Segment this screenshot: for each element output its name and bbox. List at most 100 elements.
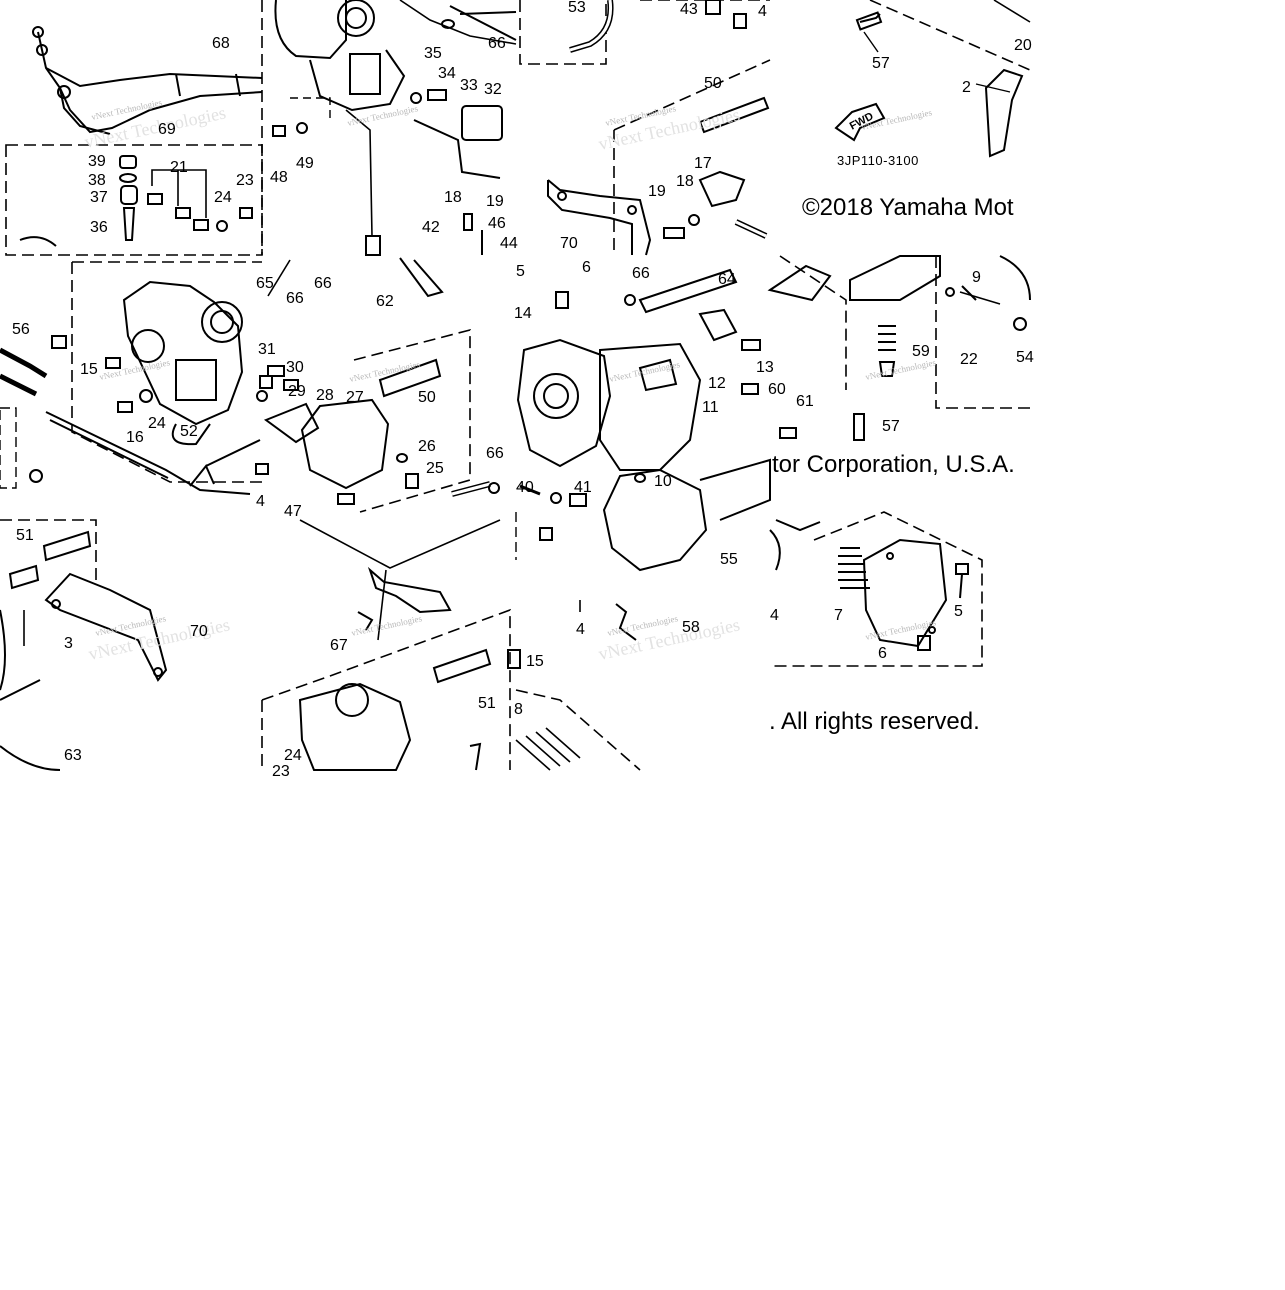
rod-line: [377, 569, 387, 641]
callout-number: 21: [170, 159, 188, 176]
callout-number: 63: [64, 747, 82, 764]
cap-part: [733, 13, 747, 29]
washer-part: [216, 220, 228, 232]
callout-number: 8: [514, 701, 523, 718]
callout-number: 62: [376, 293, 394, 310]
leader: [975, 83, 1011, 93]
clip-part: [624, 294, 636, 306]
rod-line: [299, 519, 501, 569]
callout-number: 59: [912, 343, 930, 360]
callout-number: 41: [574, 479, 592, 496]
fitting-circle: [57, 85, 71, 99]
hose-part: [0, 373, 38, 397]
cap-part: [1013, 317, 1027, 331]
tile-bracket-left: [0, 519, 168, 771]
callout-number: 10: [654, 473, 672, 490]
callout-number: 32: [484, 81, 502, 98]
hose-part: [451, 482, 491, 496]
rod-line: [459, 11, 517, 15]
hatching: [515, 727, 581, 771]
carb-bore-inner: [345, 7, 367, 29]
screw-part: [175, 207, 191, 219]
float-bowl: [602, 468, 708, 572]
callout-number: 46: [488, 215, 506, 232]
washer-part: [296, 122, 308, 134]
callout-number: 57: [872, 55, 890, 72]
rod-line: [0, 679, 41, 701]
spring-part: [961, 285, 977, 301]
clip-part: [29, 469, 43, 483]
pin-part: [853, 413, 865, 441]
hole: [886, 552, 894, 560]
screw-part: [193, 219, 209, 231]
callout-number: 37: [90, 189, 108, 206]
callout-number: 50: [418, 389, 436, 406]
washer-part: [256, 390, 268, 402]
fitting-circle: [36, 44, 48, 56]
diaphragm-cover: [862, 538, 948, 648]
tile-hoses: [5, 26, 263, 256]
watermark-text: vNext Technologies: [346, 103, 419, 128]
dashed-frame: [519, 0, 607, 65]
dashed-frame: [515, 689, 641, 771]
callout-number: 52: [180, 423, 198, 440]
callout-number: 18: [676, 173, 694, 190]
callout-number: 7: [834, 607, 843, 624]
callout-number: 44: [500, 235, 518, 252]
cover-part: [300, 398, 390, 490]
hose-part: [432, 648, 492, 684]
callout-number: 66: [632, 265, 650, 282]
rod-line: [45, 411, 251, 495]
cable-line: [0, 745, 61, 771]
callout-number: 29: [288, 383, 306, 400]
washer-part: [688, 214, 700, 226]
callout-number: 55: [720, 551, 738, 568]
body-outline: [769, 529, 781, 571]
dashed-frame: [353, 328, 471, 513]
carb-bore: [337, 0, 375, 37]
callout-number: 4: [256, 493, 265, 510]
tile-carb-left: [0, 261, 273, 495]
callout-number: 51: [16, 527, 34, 544]
throttle-bracket: [698, 170, 746, 208]
pin-part: [463, 213, 473, 231]
leader: [151, 169, 207, 218]
callout-number: 25: [426, 460, 444, 477]
screw-part: [337, 493, 355, 505]
callout-number: 69: [158, 121, 176, 138]
copyright-line-1: ©2018 Yamaha Mot: [802, 194, 1014, 221]
hose-line: [45, 67, 263, 88]
callout-number: 13: [756, 359, 774, 376]
callout-number: 51: [478, 695, 496, 712]
callout-number: 26: [418, 438, 436, 455]
callout-number: 17: [694, 155, 712, 172]
hole: [627, 205, 637, 215]
hose-line: [37, 31, 263, 134]
clip-part: [507, 649, 521, 669]
callout-number: 42: [422, 219, 440, 236]
callout-number: 48: [270, 169, 288, 186]
callout-number: 16: [126, 429, 144, 446]
rod-part: [735, 220, 767, 238]
bracket-plate: [984, 68, 1024, 158]
carb-body: [274, 0, 347, 60]
callout-number: 47: [284, 503, 302, 520]
callout-number: 4: [770, 607, 779, 624]
dashed-guide: [290, 97, 331, 120]
watermark-text: vNext Technologies: [348, 359, 421, 384]
cover-part: [698, 308, 738, 342]
tile-lower-center: [507, 529, 781, 771]
hole: [928, 626, 936, 634]
bolt-part: [122, 207, 136, 241]
callout-number: 56: [12, 321, 30, 338]
screw-part: [555, 291, 569, 309]
screw-part: [539, 527, 553, 541]
watermarks: vNext Technologies vNext Technologies vN…: [83, 97, 938, 664]
callout-number: 30: [286, 359, 304, 376]
tile-carb-top: [261, 0, 517, 256]
callout-number: 66: [286, 290, 304, 307]
callout-number: 40: [516, 479, 534, 496]
screw-part: [741, 383, 759, 395]
callout-number: 33: [460, 77, 478, 94]
